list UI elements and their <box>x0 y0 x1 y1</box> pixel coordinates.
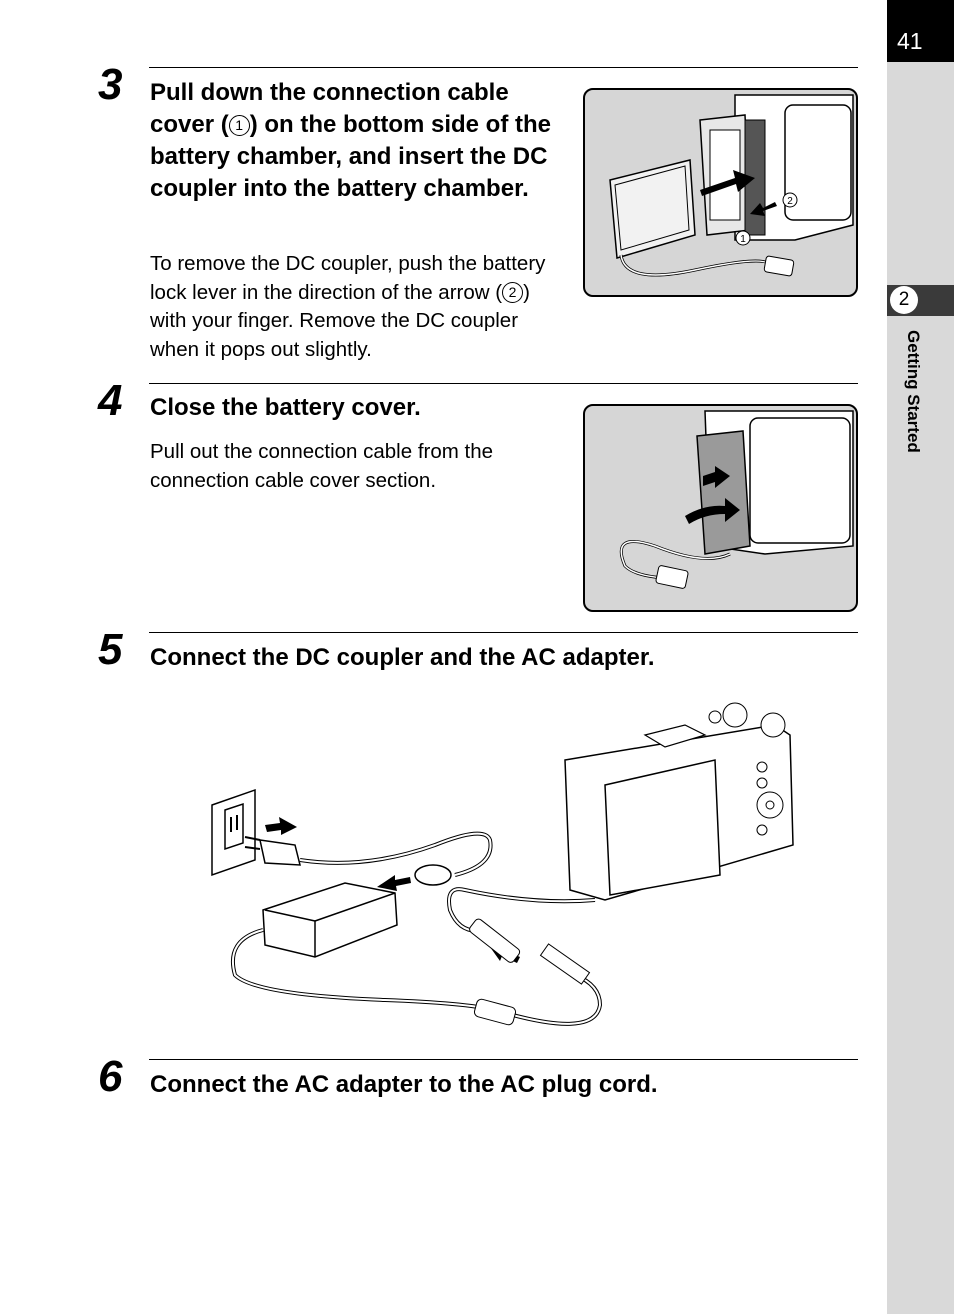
illustration-close-battery-cover <box>583 404 858 612</box>
sidebar <box>887 0 954 1314</box>
page-number-box <box>887 0 954 62</box>
step-heading: Connect the AC adapter to the AC plug co… <box>150 1071 658 1098</box>
step-heading: Pull down the connection cable cover (1)… <box>150 77 560 205</box>
chapter-number: 2 <box>890 286 918 314</box>
step-divider <box>149 1059 858 1060</box>
step-divider <box>149 383 858 384</box>
step-body: Pull out the connection cable from the c… <box>150 440 494 492</box>
heading-text: ) on the bottom side of the battery cham… <box>150 111 552 202</box>
step-divider <box>149 67 858 68</box>
step-number: 4 <box>98 376 123 425</box>
callout-number: 1 <box>228 115 250 136</box>
step-number: 6 <box>98 1052 123 1101</box>
step-body: To remove the DC coupler, push the batte… <box>150 250 560 364</box>
body-text: ) with your finger. Remove the DC couple… <box>150 280 530 361</box>
chapter-title: Getting Started <box>904 330 923 453</box>
page-number: 41 <box>897 28 923 54</box>
callout-2: 2 <box>787 196 793 207</box>
callout-number: 2 <box>502 281 524 303</box>
illustration-dc-coupler-insert: 2 1 <box>583 88 858 297</box>
step-heading: Close the battery cover. <box>150 394 421 421</box>
step-divider <box>149 632 858 633</box>
heading-text: Pull down the connection cable cover ( <box>150 79 509 138</box>
illustration-ac-adapter-connection <box>205 695 805 1040</box>
callout-1: 1 <box>740 234 746 245</box>
step-number: 3 <box>98 60 123 109</box>
step-number: 5 <box>98 625 123 674</box>
step-heading: Connect the DC coupler and the AC adapte… <box>150 644 655 671</box>
body-text: To remove the DC coupler, push the batte… <box>150 252 546 304</box>
